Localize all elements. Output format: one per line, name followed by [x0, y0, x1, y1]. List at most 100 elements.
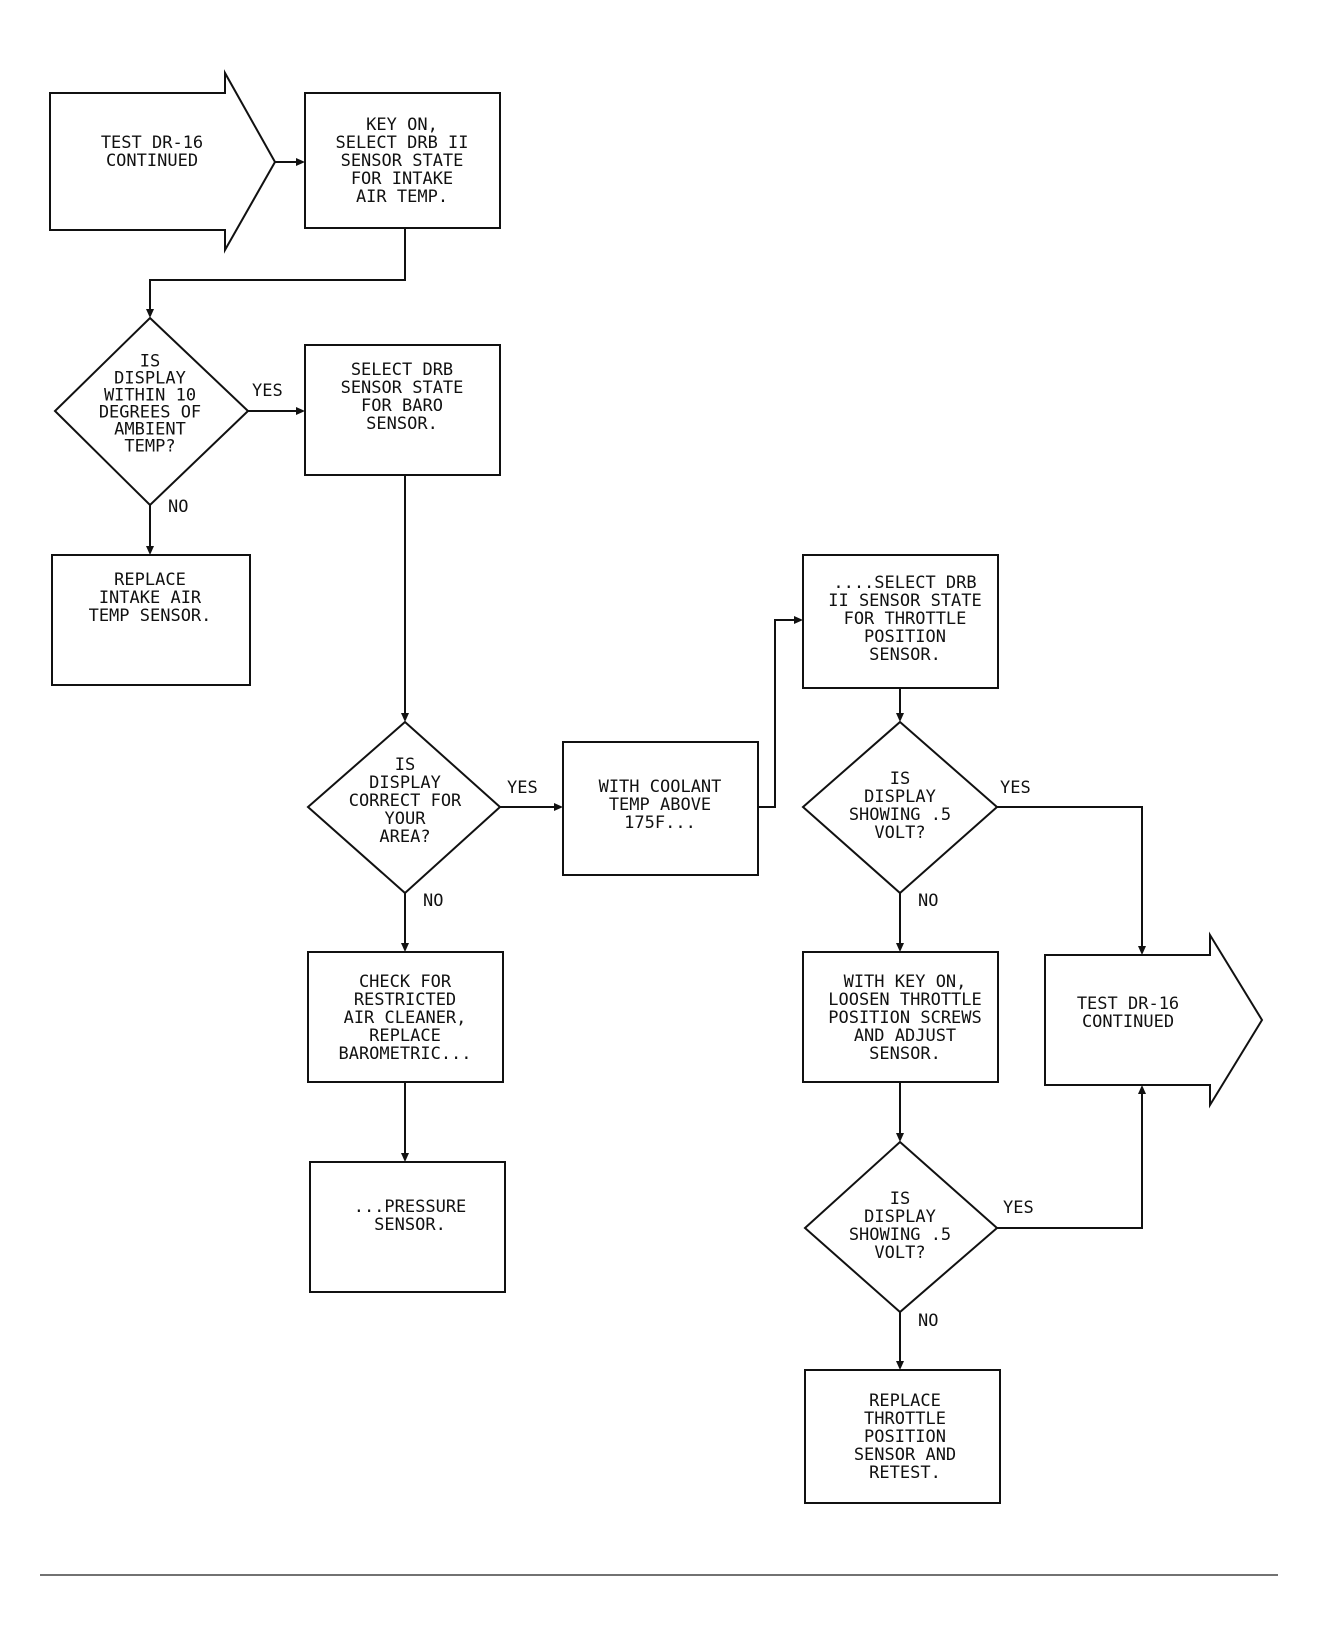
volt-decision-1-text-line: IS	[890, 769, 910, 789]
select-baro-box	[304, 344, 501, 476]
ambient-decision-text-line: IS	[140, 352, 160, 372]
coolant-box	[562, 741, 759, 876]
replace-intake-box-text-line: INTAKE AIR	[99, 588, 202, 608]
connector-volt2-yes	[997, 1092, 1143, 1229]
volt-decision-2-text-line: VOLT?	[874, 1243, 925, 1263]
volt-decision-2-text-line: IS	[890, 1189, 910, 1209]
end-arrow-text-line: TEST DR-16	[1077, 994, 1179, 1014]
select-baro-box-text-line: SENSOR STATE	[341, 378, 464, 398]
loosen-box	[802, 951, 999, 1083]
select-throttle-box-text-line: POSITION	[864, 627, 946, 647]
arrowhead-ambient-no	[146, 546, 154, 555]
loosen-box-text-line: LOOSEN THROTTLE	[828, 990, 982, 1010]
check-restricted-box-text-line: REPLACE	[369, 1026, 441, 1046]
area-decision-text-line: DISPLAY	[369, 773, 441, 793]
ambient-decision-text-line: AMBIENT	[114, 420, 186, 440]
arrowhead-baro-area	[401, 713, 409, 722]
volt-decision-1-text-line: DISPLAY	[864, 787, 936, 807]
arrowhead-ambient-yes	[296, 407, 305, 415]
check-restricted-box	[307, 951, 504, 1083]
loosen-box-text-line: POSITION SCREWS	[828, 1008, 982, 1028]
volt-decision-1-text-line: SHOWING .5	[849, 805, 951, 825]
replace-intake-box	[51, 554, 251, 686]
edge-label-area-yes: YES	[507, 778, 538, 798]
area-decision-text-line: IS	[395, 755, 415, 775]
key-on-box-text-line: SENSOR STATE	[341, 151, 464, 171]
edge-label-volt1-yes: YES	[1000, 778, 1031, 798]
replace-throttle-box-text-line: RETEST.	[869, 1463, 941, 1483]
select-baro-box-text-line: FOR BARO	[361, 396, 443, 416]
key-on-box-text-line: SELECT DRB II	[335, 133, 468, 153]
check-restricted-box-text-line: CHECK FOR	[359, 972, 452, 992]
end-arrow	[1044, 931, 1264, 1109]
arrowhead-area-no	[401, 943, 409, 952]
check-restricted-box-text-line: AIR CLEANER,	[344, 1008, 467, 1028]
key-on-box	[304, 92, 501, 229]
loosen-box-text-line: AND ADJUST	[854, 1026, 956, 1046]
replace-throttle-box-text-line: POSITION	[864, 1427, 946, 1447]
check-restricted-box-text-line: RESTRICTED	[354, 990, 456, 1010]
edge-label-volt1-no: NO	[918, 891, 938, 911]
connector-keyon-ambient	[149, 228, 406, 311]
ambient-decision-text-line: WITHIN 10	[104, 386, 196, 406]
select-throttle-box-text-line: II SENSOR STATE	[828, 591, 982, 611]
loosen-box-text-line: WITH KEY ON,	[844, 972, 967, 992]
replace-throttle-box-text-line: THROTTLE	[864, 1409, 946, 1429]
edge-label-ambient-yes: YES	[252, 381, 283, 401]
replace-throttle-box-text-line: REPLACE	[869, 1391, 941, 1411]
area-decision-text-line: AREA?	[379, 827, 430, 847]
key-on-box-text-line: FOR INTAKE	[351, 169, 453, 189]
pressure-sensor-box	[309, 1161, 506, 1293]
coolant-box-text-line: WITH COOLANT	[599, 777, 722, 797]
arrowhead-coolant-throttle	[794, 616, 803, 624]
arrowhead-throttle-volt1	[896, 713, 904, 722]
start-arrow	[49, 69, 277, 254]
arrowhead-check-pressure	[401, 1153, 409, 1162]
key-on-box-text-line: AIR TEMP.	[356, 187, 448, 207]
replace-intake-box-text-line: TEMP SENSOR.	[89, 606, 212, 626]
select-baro-box-text-line: SENSOR.	[366, 414, 438, 434]
arrowhead-start-keyon	[296, 158, 305, 166]
area-decision-text-line: CORRECT FOR	[349, 791, 462, 811]
coolant-box-text-line: TEMP ABOVE	[609, 795, 711, 815]
ambient-decision-text-line: DEGREES OF	[99, 403, 201, 423]
edge-label-volt2-no: NO	[918, 1311, 938, 1331]
edge-label-area-no: NO	[423, 891, 443, 911]
select-baro-box-text-line: SELECT DRB	[351, 360, 453, 380]
select-throttle-box-text-line: FOR THROTTLE	[844, 609, 967, 629]
arrowhead-loosen-volt2	[896, 1133, 904, 1142]
volt-decision-2-text-line: SHOWING .5	[849, 1225, 951, 1245]
ambient-decision-text-line: DISPLAY	[114, 369, 186, 389]
select-throttle-box-text-line: SENSOR.	[869, 645, 941, 665]
replace-throttle-box	[804, 1369, 1001, 1504]
connector-volt1-yes	[997, 806, 1143, 948]
edge-label-ambient-no: NO	[168, 497, 188, 517]
end-arrow-text-line: CONTINUED	[1082, 1012, 1174, 1032]
replace-intake-box-text-line: REPLACE	[114, 570, 186, 590]
coolant-box-text-line: 175F...	[624, 813, 696, 833]
pressure-sensor-box-text-line: SENSOR.	[374, 1215, 446, 1235]
area-decision-text-line: YOUR	[385, 809, 427, 829]
start-arrow-text-line: CONTINUED	[106, 151, 198, 171]
arrowhead-volt1-no	[896, 943, 904, 952]
volt-decision-1-text-line: VOLT?	[874, 823, 925, 843]
start-arrow-text-line: TEST DR-16	[101, 133, 203, 153]
loosen-box-text-line: SENSOR.	[869, 1044, 941, 1064]
edge-label-volt2-yes: YES	[1003, 1198, 1034, 1218]
replace-throttle-box-text-line: SENSOR AND	[854, 1445, 956, 1465]
arrowhead-volt2-yes	[1138, 1085, 1146, 1094]
